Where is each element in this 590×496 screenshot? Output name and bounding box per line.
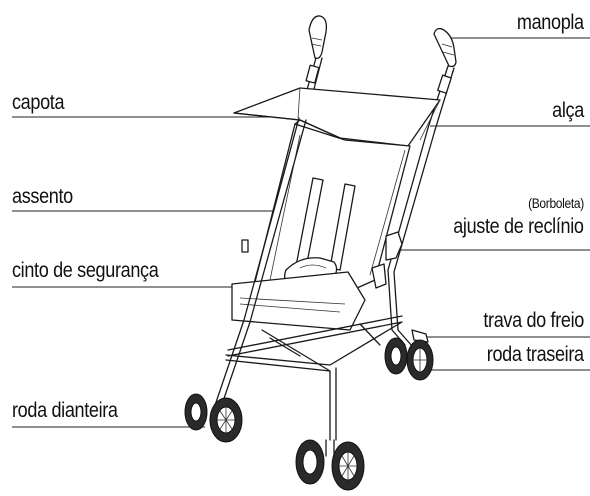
leader-lines	[12, 37, 590, 428]
brake	[411, 329, 429, 343]
right-handle-tube	[427, 65, 455, 131]
label-capota: capota	[12, 91, 65, 114]
label-manopla: manopla	[517, 11, 584, 34]
label-roda-dianteira: roda dianteira	[12, 399, 118, 422]
left-handle-grip	[308, 15, 328, 60]
label-roda-traseira: roda traseira	[487, 343, 584, 366]
label-cinto-seguranca: cinto de segurança	[12, 259, 159, 282]
right-handle-grip	[433, 27, 457, 68]
label-borboleta: (Borboleta)	[528, 195, 584, 211]
right-frame	[387, 127, 436, 347]
label-alca: alça	[552, 99, 584, 122]
left-frame	[209, 117, 307, 423]
recline-adjuster	[385, 231, 403, 261]
label-ajuste-reclinio: ajuste de reclínio	[453, 215, 585, 238]
stroller-illustration	[209, 15, 457, 441]
label-assento: assento	[12, 185, 73, 208]
wheels	[184, 337, 434, 491]
label-trava-freio: trava do freio	[483, 309, 584, 332]
lower-frame	[225, 315, 403, 441]
